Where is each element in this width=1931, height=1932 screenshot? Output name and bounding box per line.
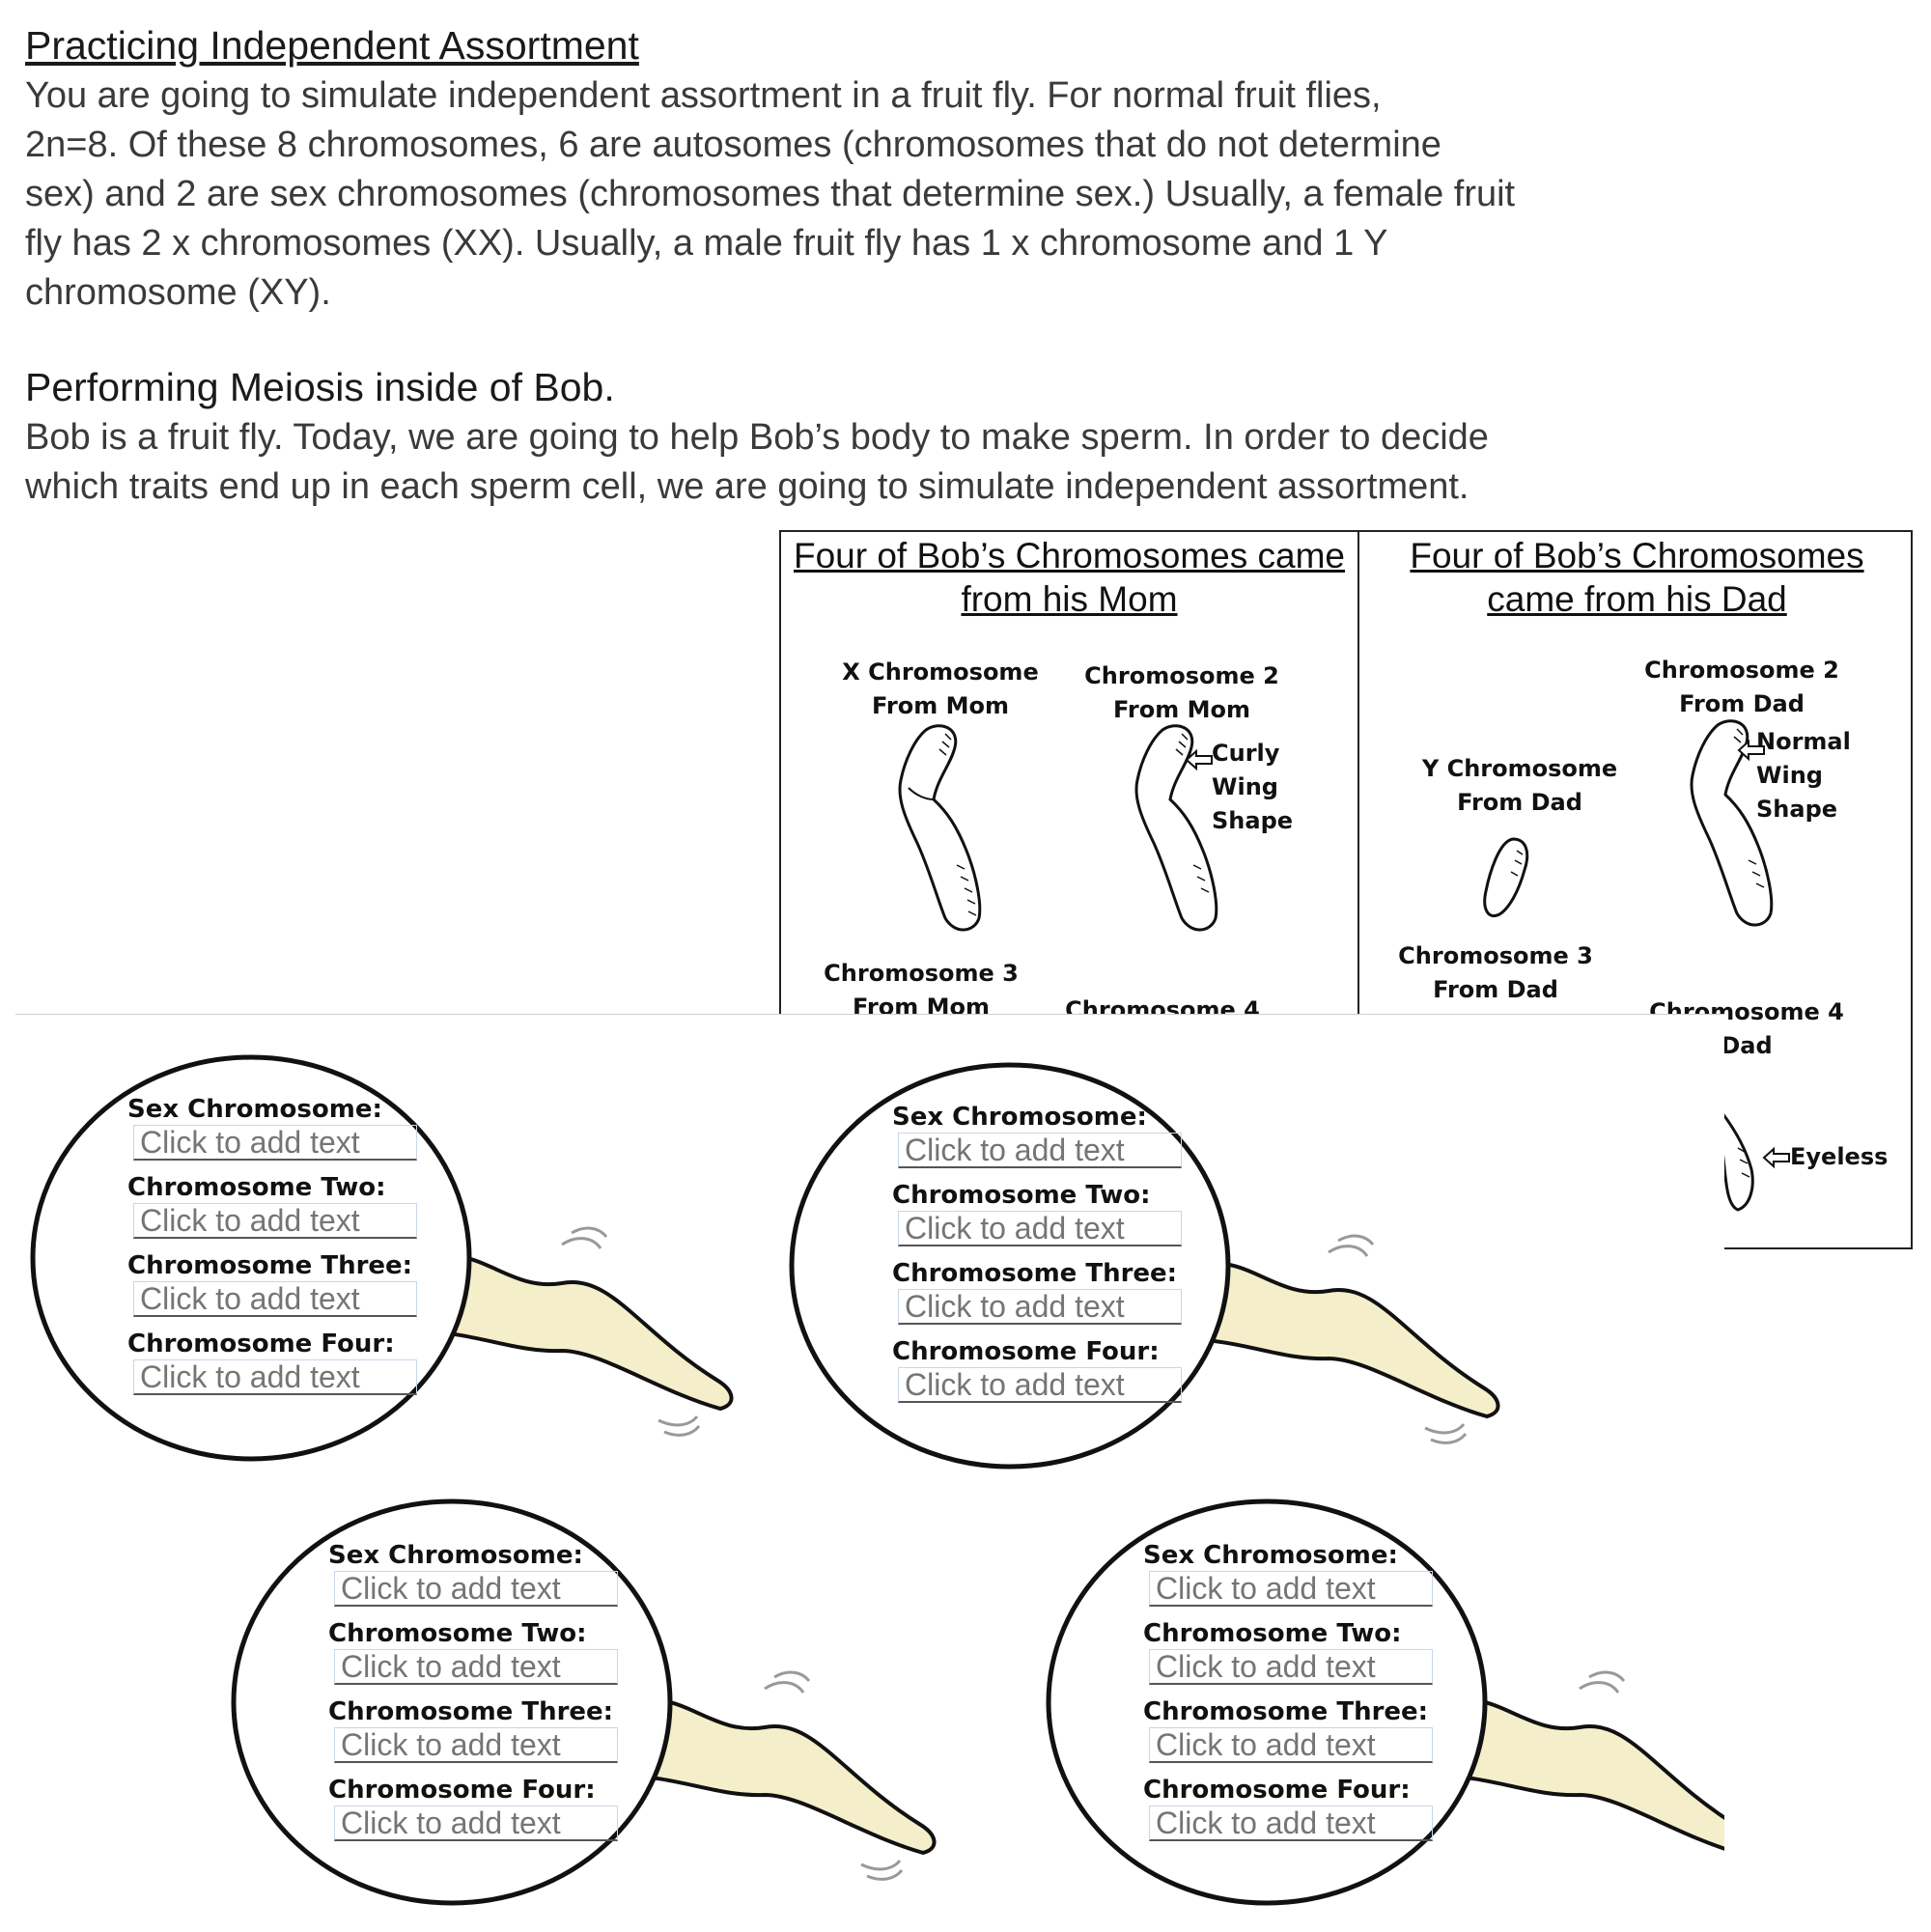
chromosome-three-label: Chromosome Three: [127, 1251, 413, 1280]
y-chromosome-icon [1483, 837, 1529, 917]
chromosome2-dad-label: Chromosome 2 From Dad [1644, 657, 1839, 717]
eyeless-trait-label: Eyeless [1790, 1143, 1889, 1170]
sperm-worksheet-panel: Sex Chromosome: Chromosome Two: Chromoso… [15, 1014, 1724, 1932]
column-divider [1357, 532, 1359, 1247]
chromosome-two-label: Chromosome Two: [127, 1173, 386, 1202]
chromosome-two-field[interactable] [334, 1649, 618, 1685]
chromosome-four-field[interactable] [133, 1359, 417, 1395]
chromosome-two-label: Chromosome Two: [328, 1619, 587, 1648]
chromosome-two-field[interactable] [1149, 1649, 1433, 1685]
sex-chromosome-label: Sex Chromosome: [1143, 1541, 1398, 1570]
chromosome3-dad-label: Chromosome 3 From Dad [1398, 942, 1593, 1003]
meiosis-title: Performing Meiosis inside of Bob. [25, 365, 615, 409]
chromosome2-mom-icon [1134, 724, 1218, 932]
chromosome4-dad-label: Chromosome 4 Dad [1649, 998, 1844, 1059]
chromosome-four-field[interactable] [1149, 1806, 1433, 1841]
sperm-cell-3: Sex Chromosome: Chromosome Two: Chromoso… [224, 1486, 977, 1930]
chromosome-three-label: Chromosome Three: [1143, 1697, 1429, 1726]
sperm-fields: Sex Chromosome: Chromosome Two: Chromoso… [328, 1540, 618, 1853]
chromosome2-mom-label: Chromosome 2 From Mom [1084, 662, 1279, 723]
intro-title: Practicing Independent Assortment [25, 23, 639, 68]
chromosome2-dad-icon [1690, 719, 1774, 927]
meiosis-line: which traits end up in each sperm cell, … [25, 466, 1469, 507]
sperm-fields: Sex Chromosome: Chromosome Two: Chromoso… [892, 1102, 1182, 1414]
x-chromosome-icon [898, 724, 982, 932]
curly-wing-trait-label: Curly Wing Shape [1212, 740, 1294, 834]
chromosome-two-label: Chromosome Two: [1143, 1619, 1402, 1648]
chromosome-two-field[interactable] [133, 1203, 417, 1239]
normal-wing-trait-label: Normal Wing Shape [1756, 728, 1851, 823]
arrow-left-icon [1762, 1146, 1790, 1169]
y-chromosome-dad-label: Y Chromosome From Dad [1421, 755, 1618, 816]
intro-line: sex) and 2 are sex chromosomes (chromoso… [25, 174, 1516, 214]
sperm-fields: Sex Chromosome: Chromosome Two: Chromoso… [1143, 1540, 1433, 1853]
sperm-cell-2: Sex Chromosome: Chromosome Two: Chromoso… [788, 1050, 1541, 1494]
sex-chromosome-label: Sex Chromosome: [892, 1103, 1147, 1132]
sex-chromosome-label: Sex Chromosome: [328, 1541, 583, 1570]
chromosome-two-field[interactable] [898, 1211, 1182, 1246]
sex-chromosome-label: Sex Chromosome: [127, 1095, 382, 1124]
arrow-left-icon [1737, 739, 1765, 762]
chromosome-three-field[interactable] [334, 1727, 618, 1763]
mom-column-title: Four of Bob’s Chromosomes came from his … [794, 536, 1345, 619]
chromosome-three-field[interactable] [133, 1281, 417, 1317]
chromosome-three-field[interactable] [898, 1289, 1182, 1325]
sperm-fields: Sex Chromosome: Chromosome Two: Chromoso… [127, 1094, 417, 1407]
sex-chromosome-field[interactable] [1149, 1571, 1433, 1607]
intro-line: chromosome (XY). [25, 272, 331, 313]
sperm-cell-4: Sex Chromosome: Chromosome Two: Chromoso… [1039, 1486, 1724, 1930]
sex-chromosome-field[interactable] [334, 1571, 618, 1607]
meiosis-line: Bob is a fruit fly. Today, we are going … [25, 417, 1489, 458]
sex-chromosome-field[interactable] [133, 1125, 417, 1161]
intro-line: You are going to simulate independent as… [25, 75, 1382, 116]
sperm-cell-1: Sex Chromosome: Chromosome Two: Chromoso… [21, 1042, 774, 1486]
chromosome-three-field[interactable] [1149, 1727, 1433, 1763]
chromosome-four-label: Chromosome Four: [1143, 1776, 1411, 1805]
chromosome-four-label: Chromosome Four: [892, 1337, 1160, 1366]
chromosome-four-label: Chromosome Four: [127, 1330, 395, 1358]
chromosome-three-label: Chromosome Three: [328, 1697, 614, 1726]
dad-column-title: Four of Bob’s Chromosomes came from his … [1410, 536, 1864, 619]
intro-line: 2n=8. Of these 8 chromosomes, 6 are auto… [25, 125, 1441, 165]
arrow-left-icon [1185, 748, 1213, 771]
chromosome-four-label: Chromosome Four: [328, 1776, 596, 1805]
chromosome-four-field[interactable] [898, 1367, 1182, 1403]
intro-line: fly has 2 x chromosomes (XX). Usually, a… [25, 223, 1388, 264]
x-chromosome-mom-label: X Chromosome From Mom [842, 658, 1039, 719]
chromosome-four-field[interactable] [334, 1806, 618, 1841]
sex-chromosome-field[interactable] [898, 1133, 1182, 1168]
chromosome-three-label: Chromosome Three: [892, 1259, 1178, 1288]
chromosome-two-label: Chromosome Two: [892, 1181, 1151, 1210]
